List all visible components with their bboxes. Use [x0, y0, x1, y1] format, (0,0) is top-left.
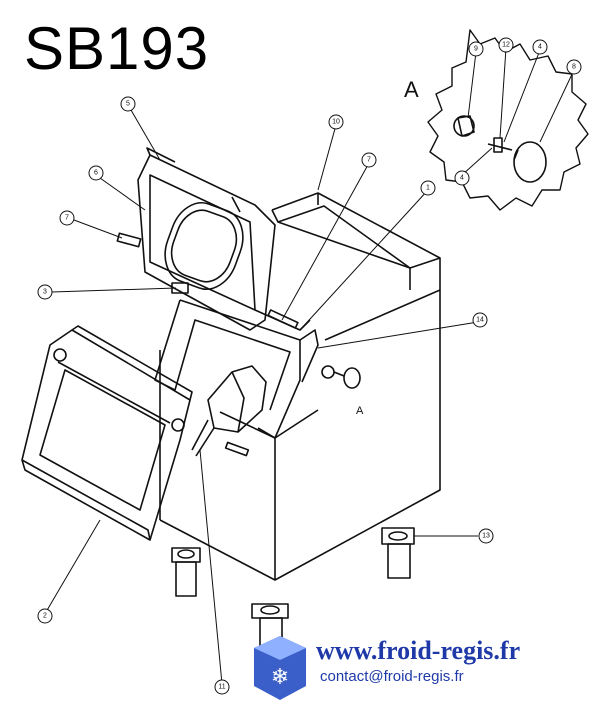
svg-text:❄: ❄: [271, 664, 289, 689]
callout-4b: 4: [460, 175, 464, 182]
callout-10: 10: [332, 119, 340, 126]
hinge-parts: [116, 232, 299, 329]
detail-a-outline: [427, 29, 589, 211]
logo-icon: ❄: [254, 636, 306, 700]
callout-2: 2: [43, 613, 47, 620]
callout-11: 11: [218, 684, 225, 691]
callout-12: 12: [502, 42, 510, 49]
scoop: [191, 365, 267, 457]
upper-frame: [154, 299, 319, 439]
callout-8: 8: [572, 64, 576, 71]
callout-13: 13: [482, 533, 490, 540]
callout-1: 1: [426, 185, 430, 192]
bin-lid: [137, 147, 311, 331]
detail-a-reference: A: [356, 405, 364, 417]
callout-6: 6: [94, 170, 98, 177]
detail-a-label: A: [404, 77, 419, 102]
callout-7b: 7: [367, 157, 371, 164]
detail-a-parts: [453, 115, 547, 183]
callout-3: 3: [43, 289, 47, 296]
front-door: [21, 325, 193, 541]
cabinet-body: [159, 192, 441, 581]
detail-a-ref-parts: [321, 365, 361, 389]
callout-9: 9: [474, 46, 478, 53]
callout-5: 5: [126, 101, 130, 108]
website-link[interactable]: www.froid-regis.fr: [316, 636, 521, 665]
callout-4a: 4: [538, 44, 542, 51]
contact-email[interactable]: contact@froid-regis.fr: [320, 668, 464, 685]
diagram-title: SB193: [24, 15, 210, 82]
callout-7a: 7: [65, 215, 69, 222]
callout-14: 14: [476, 317, 484, 324]
feet: [171, 527, 415, 649]
